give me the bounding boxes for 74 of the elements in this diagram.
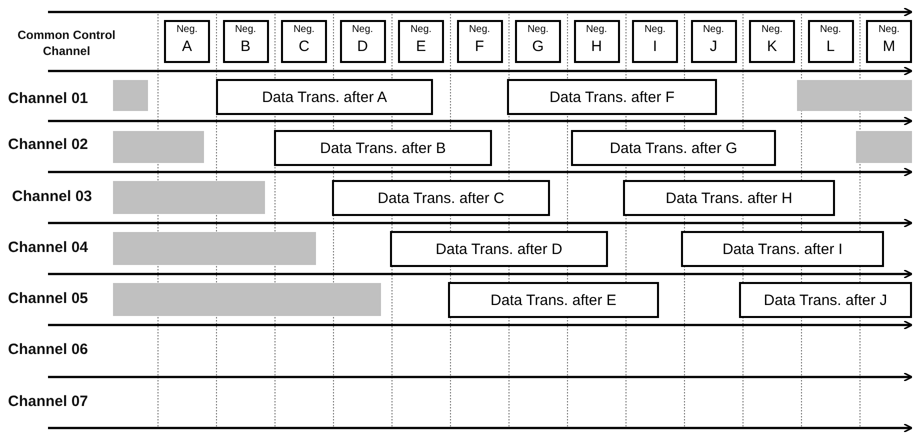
channel-label: Channel 07 [8,392,90,412]
box-text: Data Trans. after J [764,292,888,308]
negotiation-box [456,20,502,63]
box-heading: Neg. [234,24,256,35]
channel-label: Channel 04 [8,238,90,258]
data-transfer-box [390,231,608,267]
occupied-bar [797,80,912,111]
box-letter: C [298,38,310,55]
box-heading: Neg. [410,24,432,35]
box-text: Data Trans. after A [262,88,388,106]
data-transfer-box [571,130,776,166]
negotiation-box [574,20,620,63]
negotiation-box [340,20,386,63]
data-transfer-box [623,180,835,216]
negotiation-box [398,20,444,63]
box-letter: I [652,38,658,55]
box-letter: L [826,38,835,55]
box-heading: Neg. [468,24,490,35]
box-letter: D [357,38,368,55]
box-text: Data Trans. after H [666,190,792,206]
channel-label: Channel 05 [8,289,90,308]
negotiation-box [749,20,795,63]
box-text: Data Trans. after I [722,240,843,258]
box-heading: Neg. [820,24,842,35]
occupied-bar [113,283,381,316]
box-heading: Neg. [586,24,608,35]
data-transfer-box [448,282,659,318]
box-heading: Neg. [527,24,549,35]
negotiation-box [808,20,854,63]
box-text: Data Trans. after B [320,140,446,156]
data-transfer-box [507,79,717,115]
box-letter: E [416,38,426,55]
box-letter: J [710,38,718,55]
channel-label: Channel 06 [8,340,90,360]
box-letter: M [882,38,896,55]
negotiation-box [866,20,912,63]
box-letter: A [182,38,192,55]
box-heading: Neg. [176,24,198,35]
occupied-bar [113,80,148,111]
data-transfer-box [332,180,550,216]
box-heading: Neg. [702,24,724,35]
data-transfer-box [681,231,884,267]
box-heading: Neg. [293,24,315,35]
negotiation-box [281,20,327,63]
box-heading: Neg. [644,24,666,35]
box-letter: G [532,38,544,55]
box-text: Data Trans. after F [549,88,675,106]
channel-label: Channel 01 [8,89,90,108]
negotiation-box [515,20,561,63]
data-transfer-box [274,130,492,166]
box-heading: Neg. [761,24,783,35]
box-letter: B [240,38,250,55]
box-text: Data Trans. after C [378,190,504,206]
box-text: Data Trans. after D [436,240,562,258]
data-transfer-box [739,282,912,318]
data-transfer-box [216,79,433,115]
channel-label: Common Control Channel [16,28,116,60]
box-text: Data Trans. after G [610,140,738,156]
box-heading: Neg. [878,24,900,35]
negotiation-box [690,20,736,63]
channel-label: Channel 02 [8,135,90,154]
box-heading: Neg. [352,24,374,35]
box-letter: H [591,38,602,55]
negotiation-box [222,20,268,63]
box-text: Data Trans. after E [490,292,616,308]
occupied-bar [113,232,316,265]
occupied-bar [113,131,204,163]
occupied-bar [113,181,265,214]
box-letter: K [766,38,777,55]
box-letter: F [474,38,484,55]
negotiation-box [632,20,678,63]
occupied-bar [856,131,912,163]
negotiation-box [164,20,210,63]
channel-label: Channel 03 [12,187,94,206]
